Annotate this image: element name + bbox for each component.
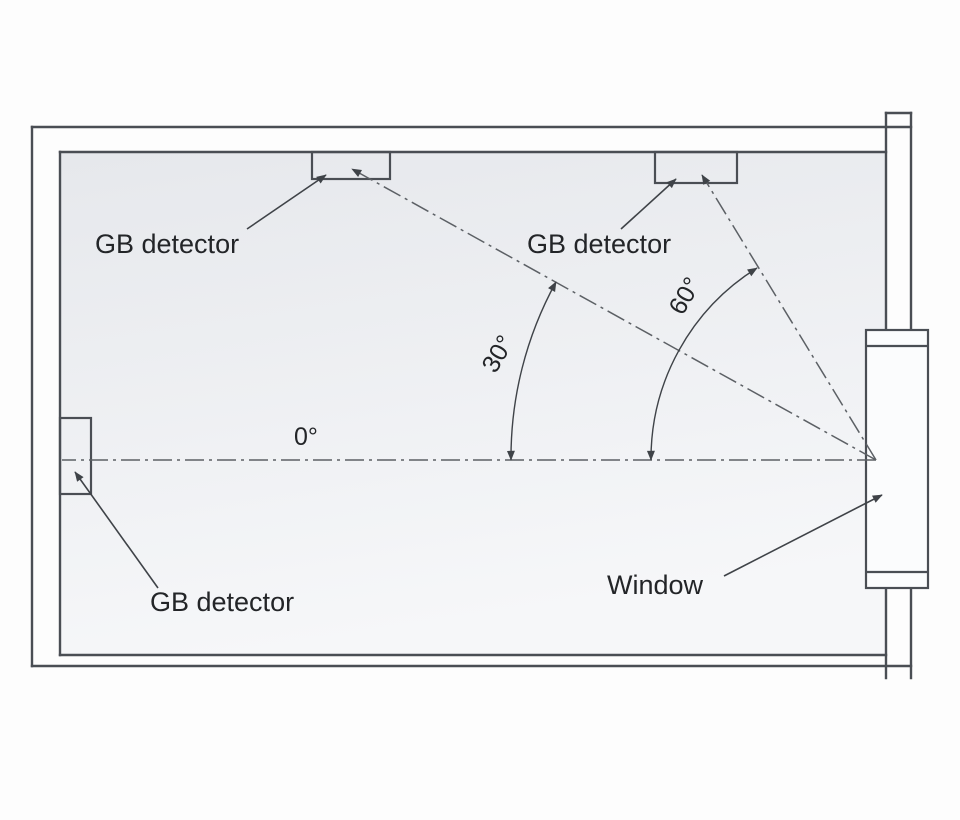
leader-gb-detector-left bbox=[74, 471, 159, 589]
gb-detector-top-right-label: GB detector bbox=[527, 229, 671, 259]
gb-detector-left-label: GB detector bbox=[150, 587, 294, 617]
window-label: Window bbox=[607, 570, 704, 600]
window-symbol bbox=[864, 328, 930, 590]
gb-detector-top-left-symbol bbox=[310, 150, 392, 181]
leader-gb-detector-top-left bbox=[246, 174, 327, 230]
gb-detector-top-right-symbol bbox=[653, 150, 739, 185]
room-interior bbox=[60, 152, 886, 655]
leader-gb-detector-top-right bbox=[620, 178, 677, 230]
room-walls bbox=[30, 111, 913, 680]
angle-30-arc bbox=[506, 281, 557, 461]
angle-60-centerline bbox=[701, 174, 877, 461]
window-frame bbox=[864, 328, 930, 590]
angle-30-centerline bbox=[351, 168, 877, 461]
leader-window bbox=[723, 494, 883, 577]
gb-detector-left-symbol bbox=[58, 416, 93, 496]
gb-detector-top-left-label: GB detector bbox=[95, 229, 239, 259]
angle-60-arc bbox=[646, 267, 758, 461]
angle-0-label: 0° bbox=[294, 423, 318, 451]
